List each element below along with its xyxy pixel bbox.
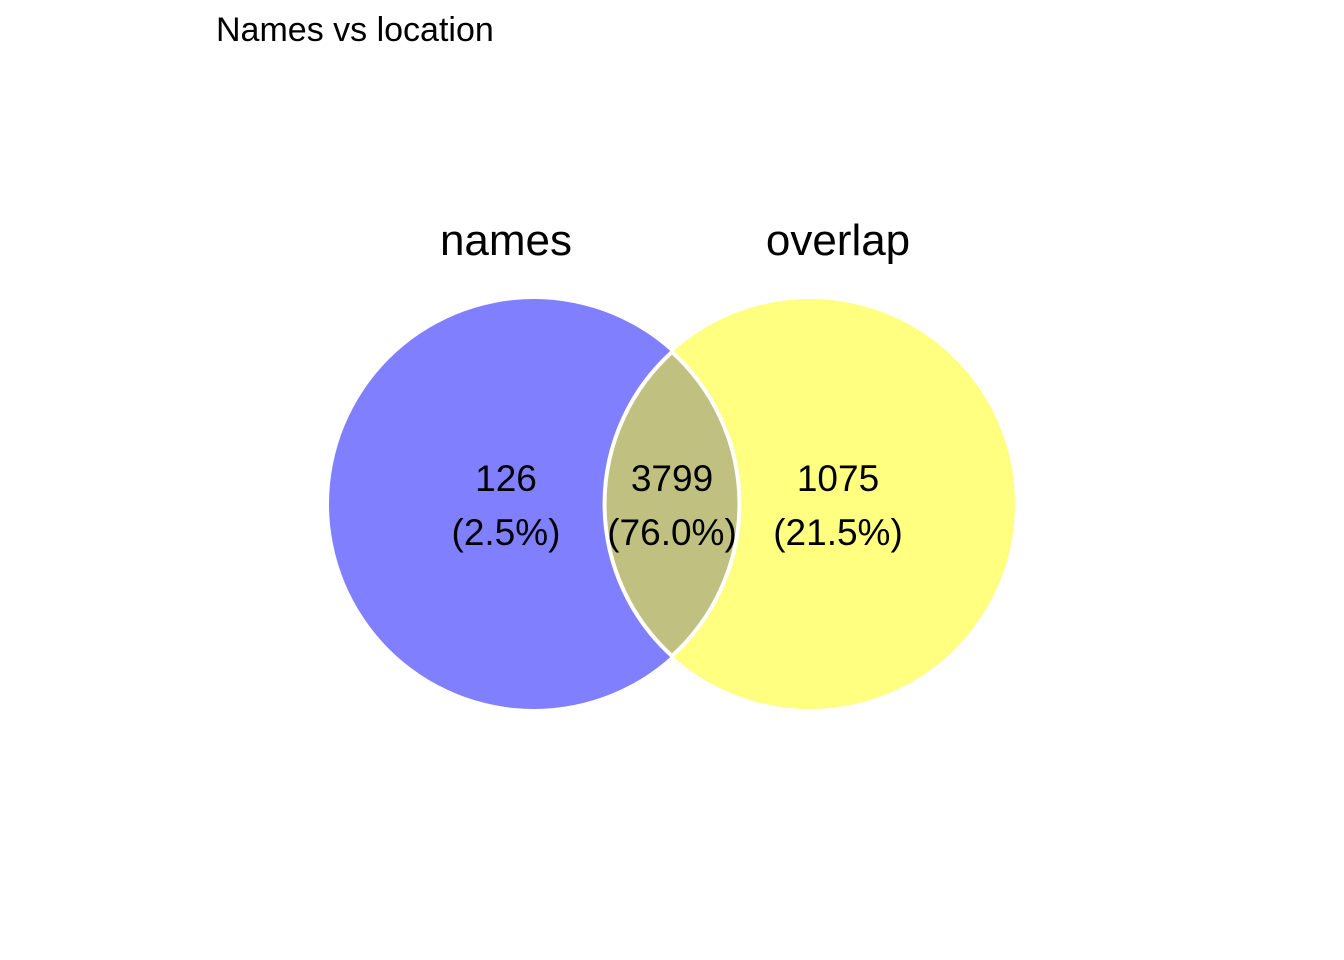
set-label-names: names [440,216,572,265]
region-percent-both: (76.0%) [607,512,737,553]
chart-title: Names vs location [216,11,494,49]
region-count-names-only: 126 [475,458,537,499]
intersection-region [602,349,742,659]
set-label-overlap: overlap [766,216,910,265]
region-count-both: 3799 [631,458,713,499]
region-count-overlap-only: 1075 [797,458,879,499]
region-percent-names-only: (2.5%) [452,512,561,553]
region-percent-overlap-only: (21.5%) [773,512,903,553]
